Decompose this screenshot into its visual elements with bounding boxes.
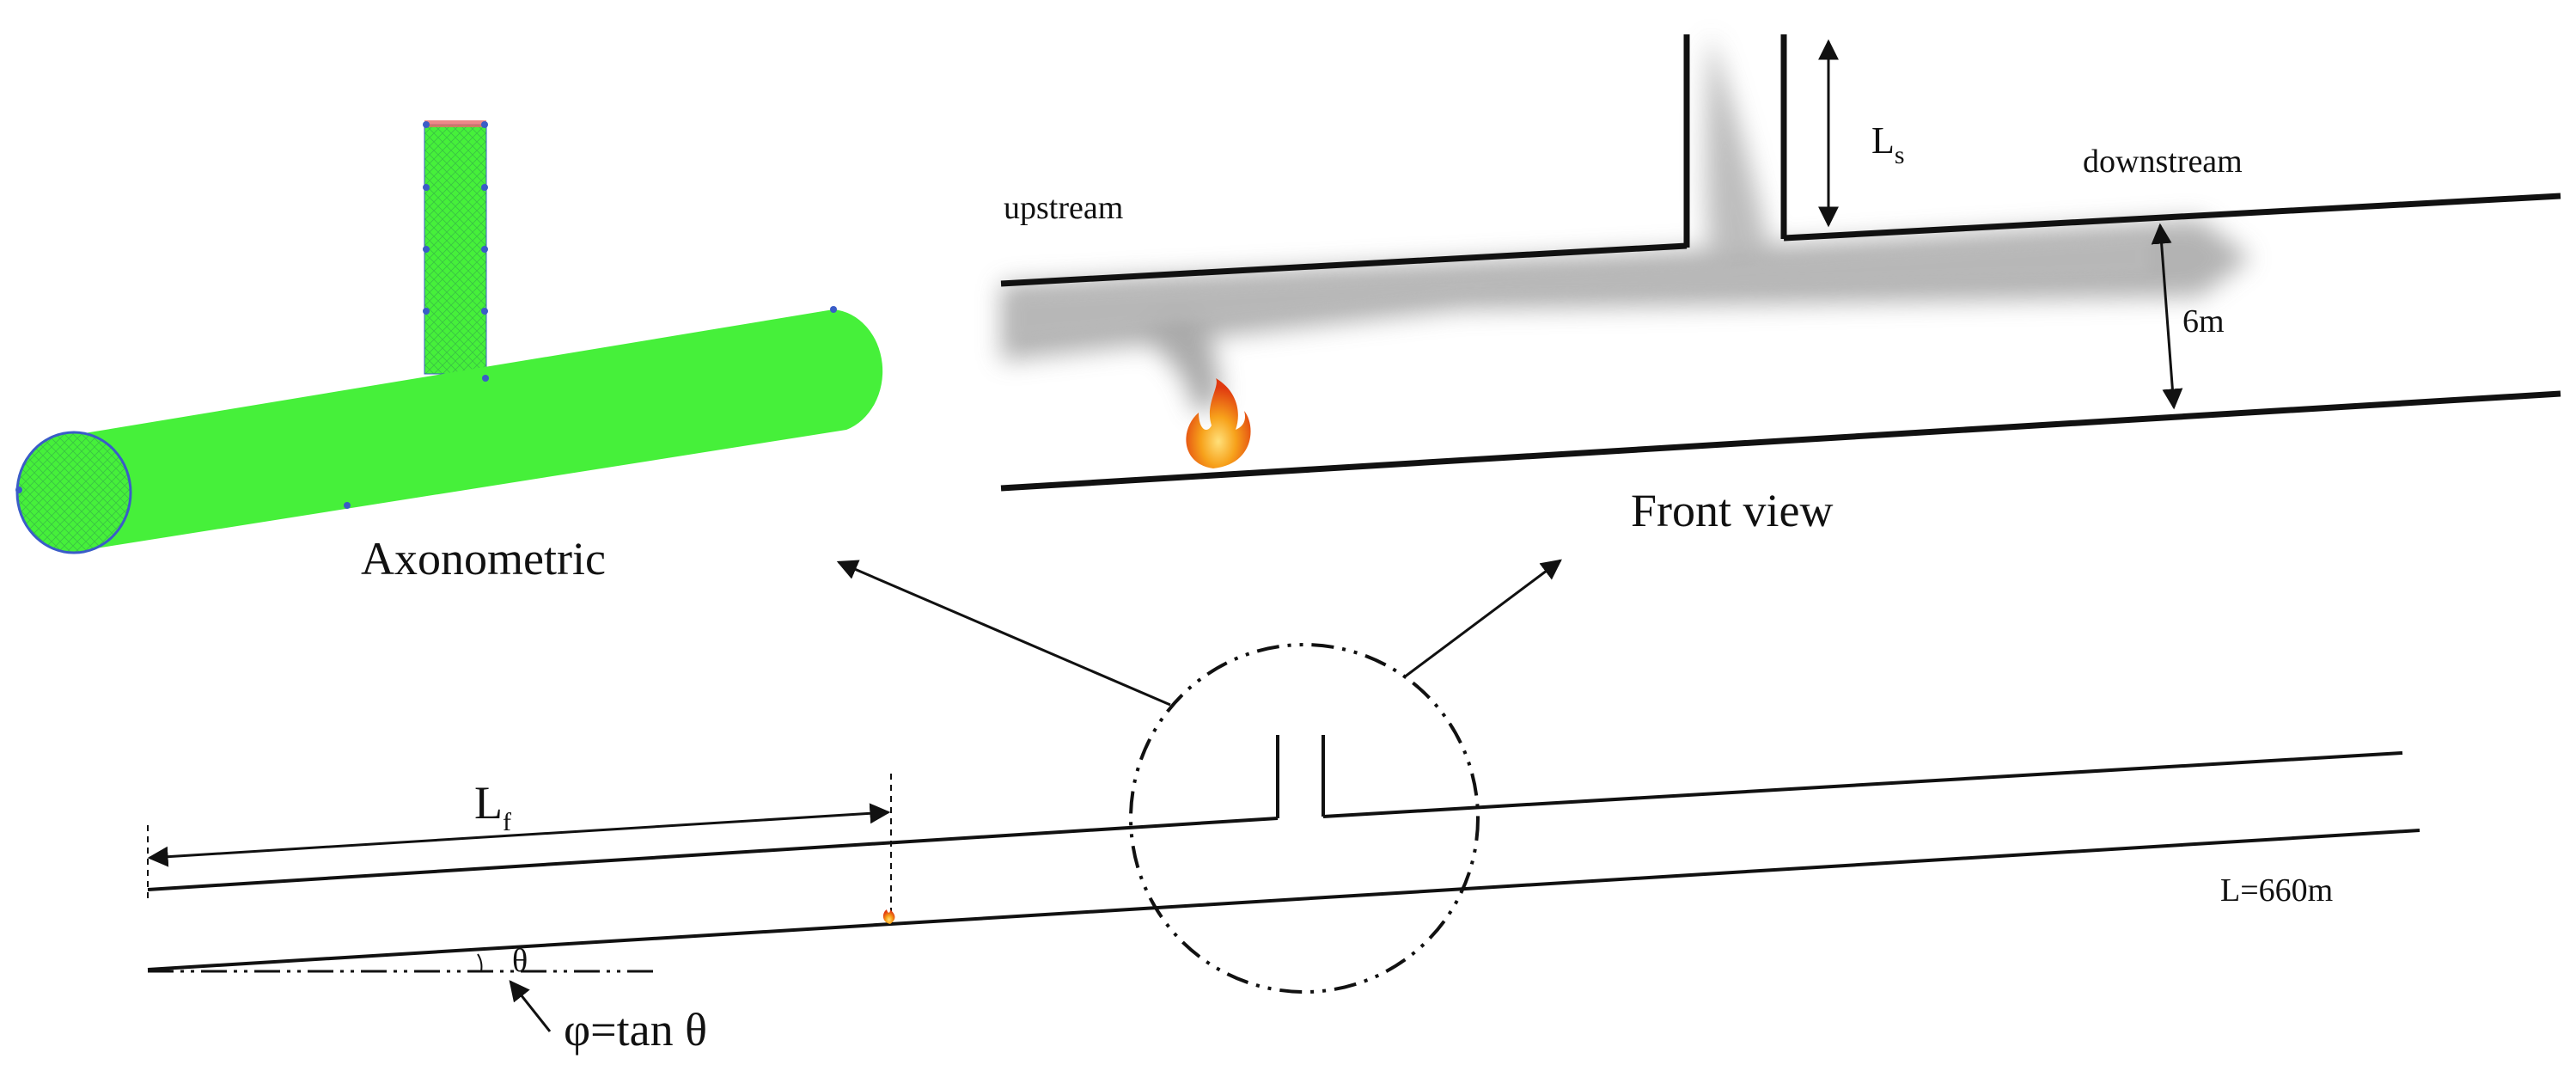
overview: Lf θ φ=tan θ L=660m — [147, 559, 2420, 1056]
tunnel-end-mesh — [15, 431, 132, 554]
axonometric-shaft — [424, 124, 487, 375]
fire-distance-arrow — [147, 803, 891, 867]
front-view: Ls 6m upstream downstream Front view — [1000, 34, 2561, 536]
front-ceiling-right — [1783, 193, 2561, 242]
fire-distance-label: Lf — [474, 777, 511, 836]
downstream-label: downstream — [2083, 144, 2243, 180]
arrow-to-front-view — [1403, 559, 1562, 679]
front-floor — [1000, 390, 2561, 492]
upstream-label: upstream — [1004, 190, 1123, 226]
axonometric-tunnel — [22, 309, 883, 552]
slope-label: φ=tan θ — [564, 1004, 707, 1056]
overview-ceiling-left — [147, 817, 1279, 891]
angle-symbol: θ — [512, 943, 528, 979]
fire-icon — [1186, 378, 1251, 468]
slope-arrow — [509, 980, 552, 1032]
arrow-to-axonometric — [836, 560, 1171, 707]
overview-fire-icon — [882, 909, 895, 924]
overview-floor — [147, 829, 2420, 971]
axonometric-view: Axonometric — [15, 120, 883, 584]
tunnel-height-label: 6m — [2182, 303, 2225, 340]
tunnel-height-arrow — [2151, 223, 2183, 410]
tunnel-length-label: L=660m — [2220, 872, 2333, 909]
angle-arc — [477, 953, 483, 972]
axonometric-caption: Axonometric — [361, 533, 606, 584]
detail-circle — [1129, 643, 1480, 994]
shaft-height-label: Ls — [1871, 119, 1905, 169]
front-view-caption: Front view — [1631, 485, 1834, 536]
front-ceiling-left — [1000, 242, 1688, 287]
overview-ceiling-right — [1322, 751, 2403, 818]
